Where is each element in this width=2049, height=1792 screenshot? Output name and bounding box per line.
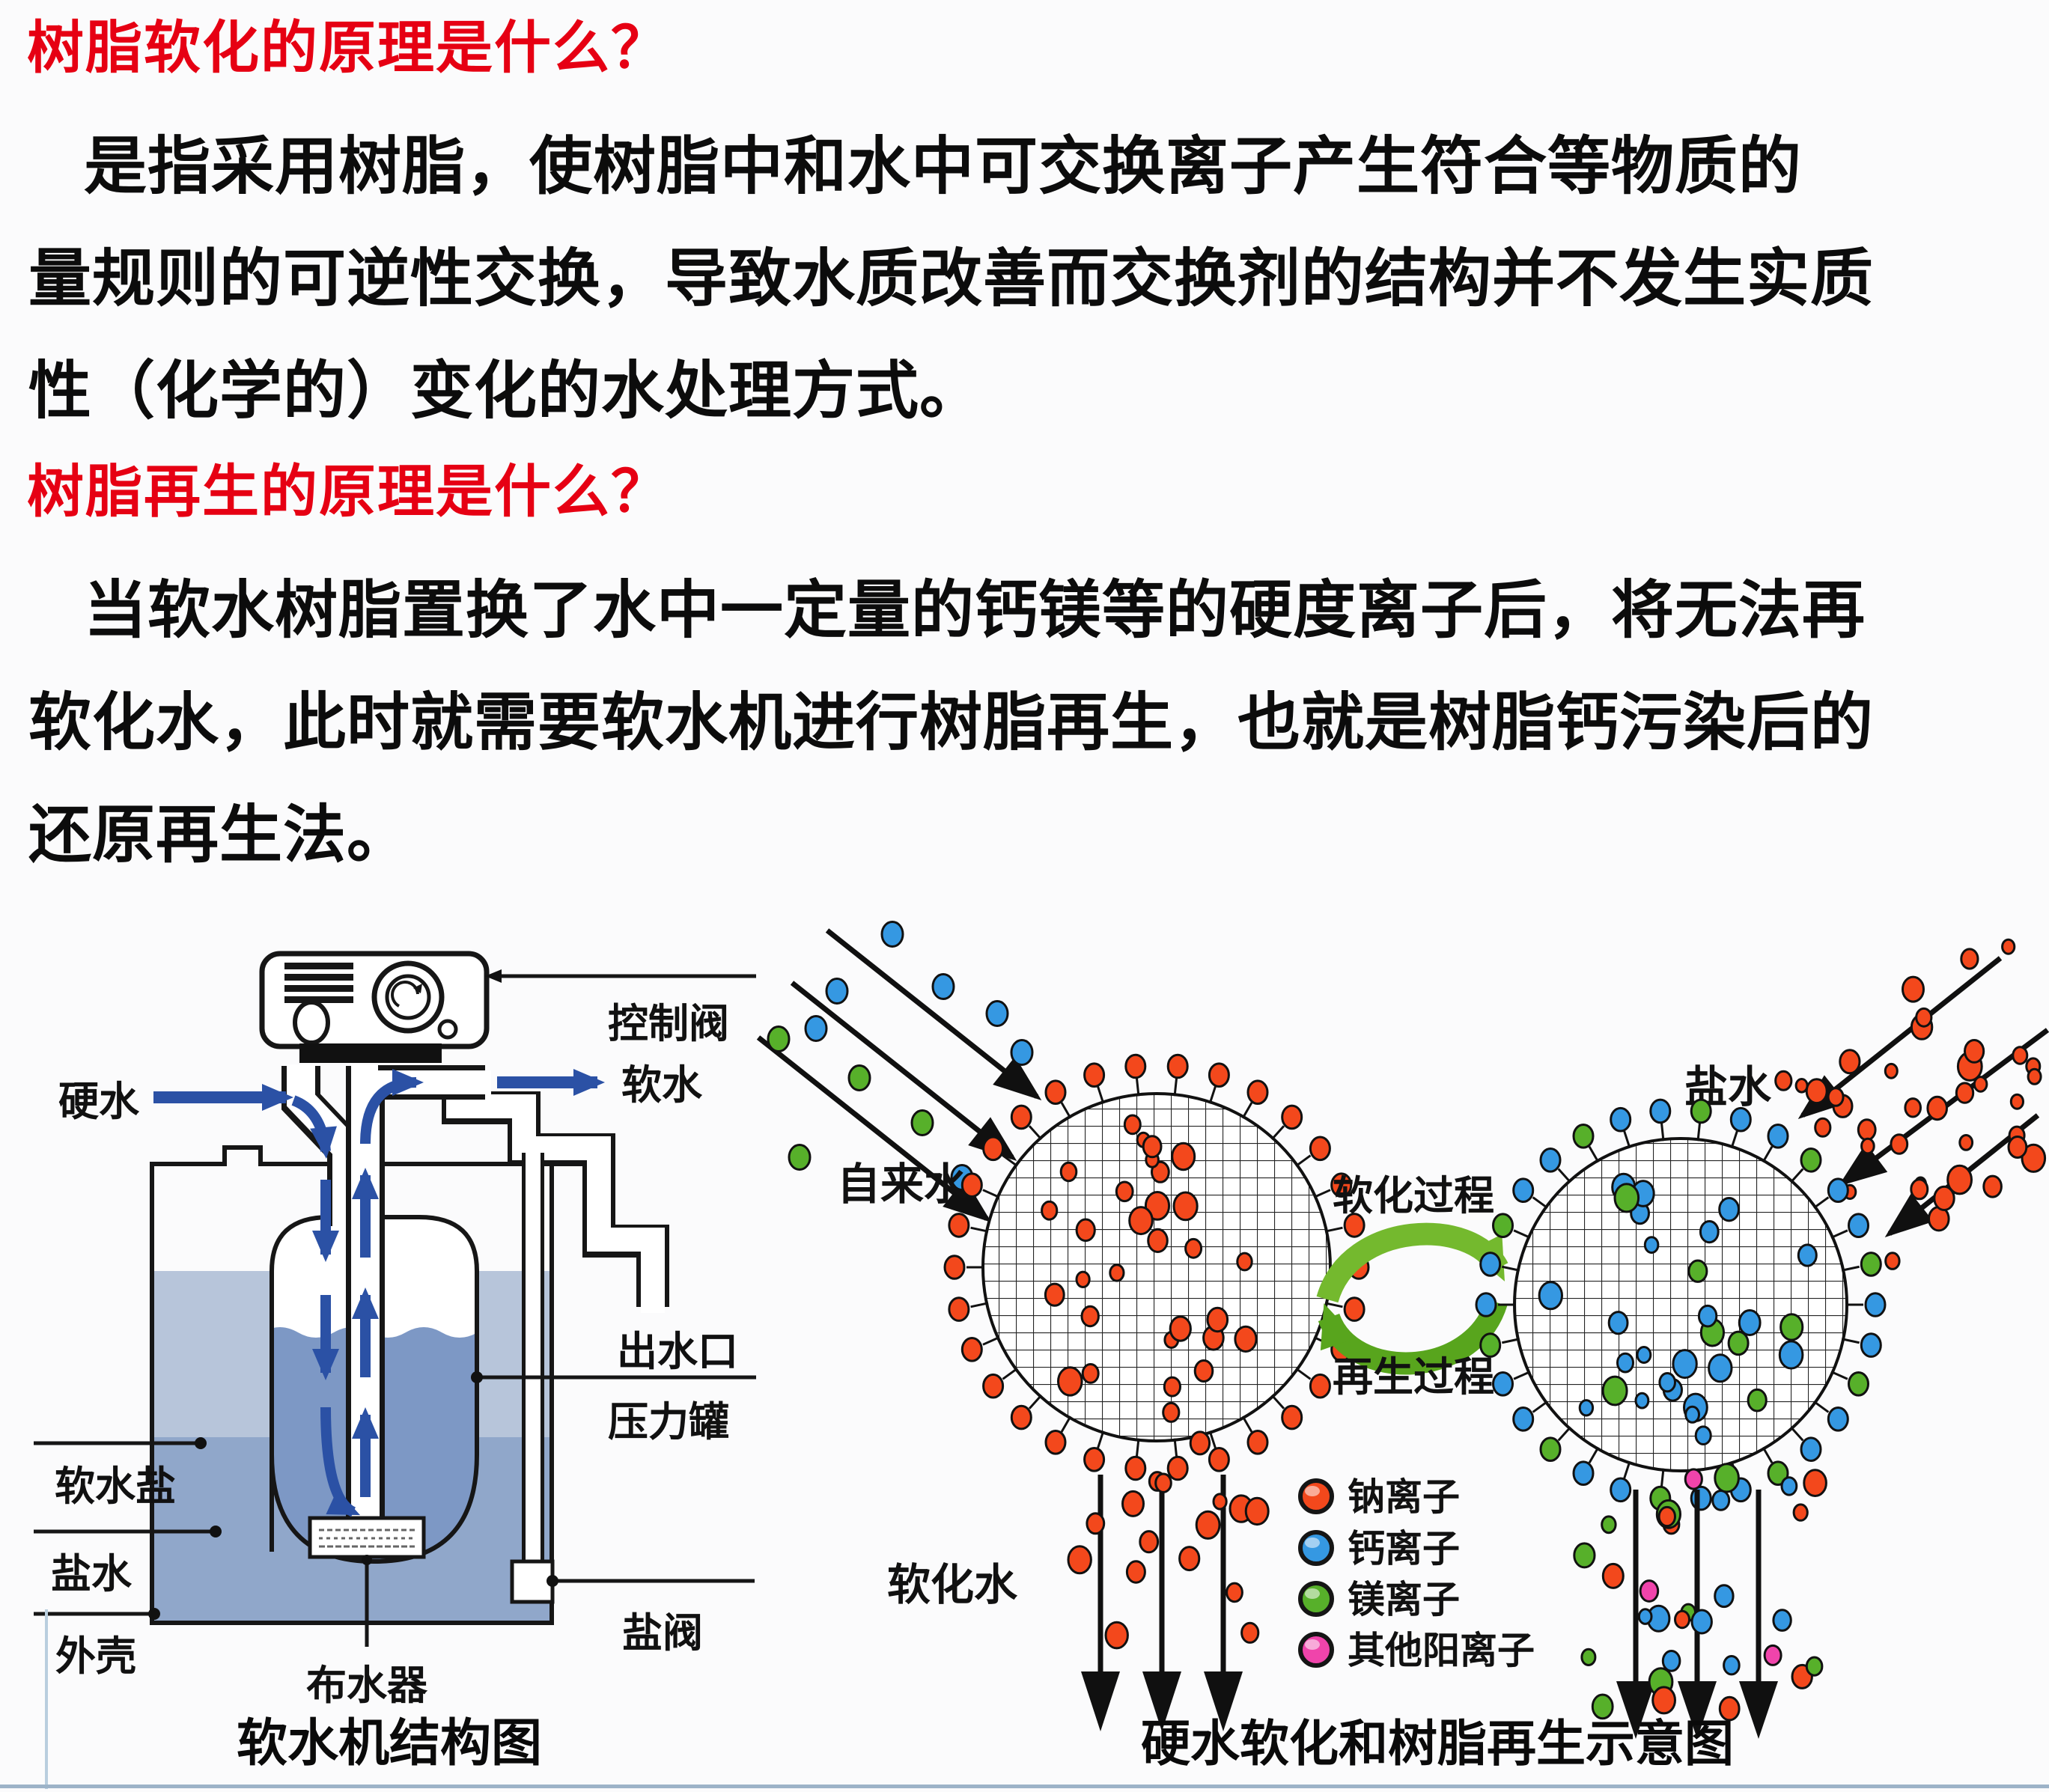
resin-bead-sodium-inner-ions — [1041, 1114, 1258, 1423]
brine-tank-outline — [150, 1145, 554, 1625]
label-control-valve: 控制阀 — [608, 1002, 729, 1046]
resin-bead-hardness — [1513, 1137, 1848, 1472]
calcium-ion-icon — [1298, 1530, 1334, 1566]
softener-structure-diagram: 控制阀 软水 硬水 出水口 压力罐 软水盐 盐水 外壳 盐阀 布水器 软水机结构… — [34, 951, 756, 1772]
paragraph-line: 性（化学的）变化的水处理方式。 — [28, 356, 984, 427]
softened-water-ions — [1067, 1430, 1270, 1650]
label-shell: 外壳 — [55, 1634, 136, 1679]
heading-resin-softening: 树脂软化的原理是什么？ — [27, 16, 669, 80]
label-softening-process: 软化过程 — [1333, 1174, 1494, 1219]
control-valve — [259, 951, 490, 1063]
legend-item: 其他阳离子 — [1298, 1630, 1535, 1671]
legend-label-other-cation: 其他阳离子 — [1348, 1630, 1535, 1671]
cycle-arrows-icon — [1316, 1222, 1508, 1375]
softened-water-arrows — [1081, 1475, 1243, 1731]
softening-regeneration-diagram: 自来水 软化过程 再生过程 盐水 — [756, 921, 2049, 1771]
bottom-rule — [0, 1785, 2049, 1788]
waste-water-ions — [1573, 1463, 1827, 1722]
salt-valve-box — [510, 1559, 555, 1604]
caption-softening-regeneration: 硬水软化和树脂再生示意图 — [1141, 1716, 1734, 1771]
caption-softener-structure: 软水机结构图 — [237, 1715, 542, 1772]
label-hard-water: 硬水 — [58, 1079, 140, 1124]
paragraph-line: 还原再生法。 — [28, 800, 411, 871]
legend-item: 钙离子 — [1298, 1528, 1460, 1570]
label-brine-left: 盐水 — [51, 1552, 133, 1597]
label-distributor: 布水器 — [306, 1663, 428, 1708]
paragraph-line: 当软水树脂置换了水中一定量的钙镁等的硬度离子后，将无法再 — [84, 576, 1866, 646]
paragraph-line: 软化水，此时就需要软水机进行树脂再生，也就是树脂钙污染后的 — [28, 688, 1875, 758]
diagram-figure: 控制阀 软水 硬水 出水口 压力罐 软水盐 盐水 外壳 盐阀 布水器 软水机结构… — [34, 921, 2049, 1772]
valve-knob-icon — [293, 1000, 330, 1045]
label-pressure-tank: 压力罐 — [608, 1400, 729, 1445]
label-tap-water: 自来水 — [837, 1160, 968, 1209]
regeneration-waste-arrows — [1616, 1490, 1778, 1739]
sodium-ion-icon — [1298, 1478, 1334, 1514]
other-cation-icon — [1298, 1632, 1334, 1668]
paragraph-regeneration: 当软水树脂置换了水中一定量的钙镁等的硬度离子后，将无法再 软化水，此时就需要软水… — [0, 555, 2049, 892]
ion-legend: 钠离子 钙离子 镁离子 其他阳离子 — [1298, 1476, 1535, 1671]
label-salt-valve: 盐阀 — [622, 1611, 703, 1656]
tap-water-arrows — [756, 928, 1042, 1222]
label-regeneration-process: 再生过程 — [1333, 1355, 1494, 1400]
legend-item: 钠离子 — [1298, 1476, 1460, 1518]
heading-resin-regeneration: 树脂再生的原理是什么？ — [27, 460, 669, 524]
leader-lines — [34, 974, 756, 1647]
paragraph-line: 量规则的可逆性交换，导致水质改善而交换剂的结构并不发生实质 — [28, 244, 1875, 314]
valve-dial-icon — [371, 960, 445, 1034]
paragraph-softening: 是指采用树脂，使树脂中和水中可交换离子产生符合等物质的 量规则的可逆性交换，导致… — [0, 112, 2049, 448]
label-softener-salt: 软水盐 — [55, 1464, 176, 1509]
legend-label-sodium: 钠离子 — [1348, 1476, 1460, 1518]
brine-sodium-ions — [1774, 938, 2047, 1270]
valve-vent-icon — [284, 963, 353, 1003]
leader-dots — [148, 969, 558, 1620]
distributor-box — [308, 1516, 426, 1559]
label-softened-water: 软化水 — [887, 1561, 1018, 1609]
legend-label-magnesium: 镁离子 — [1348, 1579, 1460, 1621]
paragraph-line: 是指采用树脂，使树脂中和水中可交换离子产生符合等物质的 — [84, 132, 1803, 202]
resin-bead-hardness-surface-ions — [1475, 1098, 1887, 1511]
left-margin-rule — [45, 1609, 48, 1789]
label-outlet: 出水口 — [617, 1329, 738, 1374]
legend-item: 镁离子 — [1298, 1579, 1460, 1621]
resin-bead-hardness-inner-ions — [1538, 1172, 1818, 1446]
magnesium-ion-icon — [1298, 1581, 1334, 1617]
legend-label-calcium: 钙离子 — [1348, 1528, 1460, 1570]
label-soft-water: 软水 — [621, 1063, 703, 1108]
pressure-vessel-outline — [270, 1215, 479, 1564]
flow-arrows — [153, 1069, 605, 1517]
